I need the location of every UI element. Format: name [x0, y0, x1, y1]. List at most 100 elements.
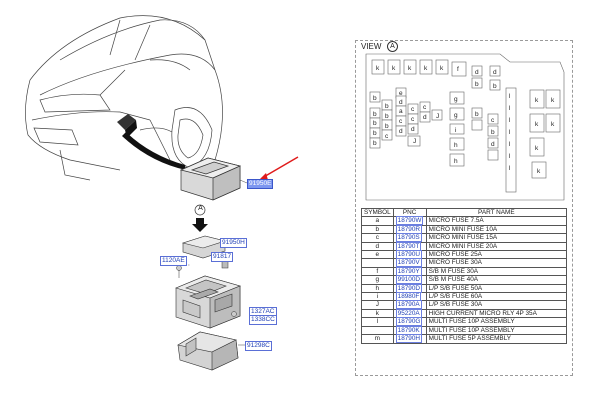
row-pnc-link[interactable]: 18790G	[395, 317, 423, 327]
row-symbol	[361, 325, 394, 336]
fuse-label: c	[411, 116, 415, 123]
row-pnc-link[interactable]: 18790W	[395, 216, 424, 226]
row-pnc-link[interactable]: 18790H	[395, 334, 423, 344]
row-part-name: MULTI FUSE 10P ASSEMBLY	[425, 325, 568, 336]
fuse-label: b	[373, 95, 377, 102]
fuse-label: b	[491, 129, 495, 136]
row-pnc-link[interactable]: 18790S	[395, 233, 422, 243]
fuse-label: c	[411, 106, 415, 113]
fuse-label: g	[454, 96, 458, 103]
fuse-label: e	[399, 90, 403, 97]
fuse-label: d	[411, 126, 415, 133]
fuse-label: d	[423, 114, 427, 121]
fuse-label: J	[413, 138, 416, 145]
leader-sweep	[122, 132, 186, 170]
row-part-name: L/P S/B FUSE 30A	[425, 300, 568, 310]
row-pnc-link[interactable]: 18790U	[395, 250, 423, 260]
fuse-label: k	[440, 65, 444, 72]
row-pnc-link[interactable]: 18790D	[395, 283, 423, 293]
callout-91298c[interactable]: 91298C	[245, 341, 272, 351]
row-pnc-link[interactable]: 18790K	[395, 325, 422, 335]
fuse-label: l	[509, 105, 511, 112]
row-symbol: i	[361, 292, 394, 302]
row-symbol: c	[361, 233, 394, 243]
row-pnc-cell[interactable]: 18790H	[392, 334, 427, 344]
bolt-part	[176, 265, 182, 278]
callout-1338cc[interactable]: 1338CC	[249, 315, 277, 325]
callout-91950h[interactable]: 91950H	[220, 238, 247, 248]
row-part-name: HIGH CURRENT MICRO RLY 4P 35A	[425, 308, 568, 319]
fuse-label: b	[385, 123, 389, 130]
row-pnc-link[interactable]: 95220A	[395, 308, 422, 318]
view-title: VIEW	[361, 42, 382, 51]
fuse-label: g	[454, 112, 458, 119]
row-pnc-link[interactable]: 18790T	[395, 241, 422, 251]
row-symbol: b	[361, 224, 394, 235]
fuse-label: b	[385, 113, 389, 120]
lower-bracket	[177, 331, 239, 371]
fuse-label: d	[399, 128, 403, 135]
row-pnc-link[interactable]: 18790Y	[395, 266, 422, 276]
nut-part	[231, 311, 237, 317]
fuse-label: c	[423, 104, 427, 111]
fuse-label: c	[399, 118, 403, 125]
fuse-box-body	[175, 275, 241, 329]
row-symbol: a	[361, 216, 394, 226]
header-part-name: PART NAME	[425, 207, 568, 218]
fuse-label: k	[551, 97, 555, 104]
view-a-circle	[194, 204, 206, 216]
row-pnc-cell[interactable]: 99100D	[392, 275, 427, 285]
row-symbol: g	[361, 275, 394, 285]
row-symbol: k	[361, 308, 394, 319]
row-pnc-link[interactable]: 18790V	[395, 258, 422, 268]
table-header-row: SYMBOL PNC PART NAME	[361, 207, 568, 218]
fuse-label: b	[475, 81, 479, 88]
row-part-name: MULTI FUSE 5P ASSEMBLY	[425, 334, 568, 344]
fusebox-in-car	[117, 114, 137, 138]
row-symbol: h	[361, 283, 394, 294]
fuse-label: k	[392, 65, 396, 72]
header-symbol: SYMBOL	[361, 207, 394, 218]
row-pnc-cell[interactable]: 18790S	[392, 233, 427, 243]
callout-91950e[interactable]: 91950E	[247, 179, 274, 189]
fuse-label: c	[491, 117, 495, 124]
fuse-label: l	[509, 129, 511, 136]
fuse-label: b	[493, 83, 497, 90]
row-pnc-link[interactable]: 99100D	[395, 275, 423, 285]
row-part-name: S/B M FUSE 40A	[425, 275, 568, 285]
fuse-label: l	[509, 141, 511, 148]
fuse-label: d	[399, 99, 403, 106]
row-pnc-link[interactable]: 18980F	[395, 292, 422, 302]
row-part-name: MULTI FUSE 10P ASSEMBLY	[425, 317, 568, 327]
fuse-label: J	[436, 113, 439, 120]
row-part-name: MICRO MINI FUSE 10A	[425, 224, 568, 235]
row-part-name: MICRO FUSE 30A	[425, 258, 568, 268]
fuse-label: k	[537, 168, 541, 175]
row-part-name: S/B M FUSE 30A	[425, 266, 568, 277]
fuse-label: k	[424, 65, 428, 72]
row-pnc-link[interactable]: 18790R	[395, 224, 423, 234]
callout-1120ae[interactable]: 1120AE	[160, 256, 187, 266]
row-pnc-cell[interactable]: 18790G	[392, 317, 427, 327]
callout-91817[interactable]: 91817	[211, 252, 234, 262]
fuse-label: h	[454, 158, 458, 165]
row-symbol	[361, 258, 394, 268]
row-pnc-link[interactable]: 18790A	[395, 300, 422, 310]
parts-illustration	[25, 15, 299, 371]
red-arrow-indicator	[258, 156, 299, 181]
row-part-name: MICRO FUSE 25A	[425, 250, 568, 260]
fuse-label: k	[535, 97, 539, 104]
fusebox-layout-diagram: k k k k k f d d b l k k b e g b l b d b …	[365, 53, 565, 201]
fuse-label: l	[509, 117, 511, 124]
